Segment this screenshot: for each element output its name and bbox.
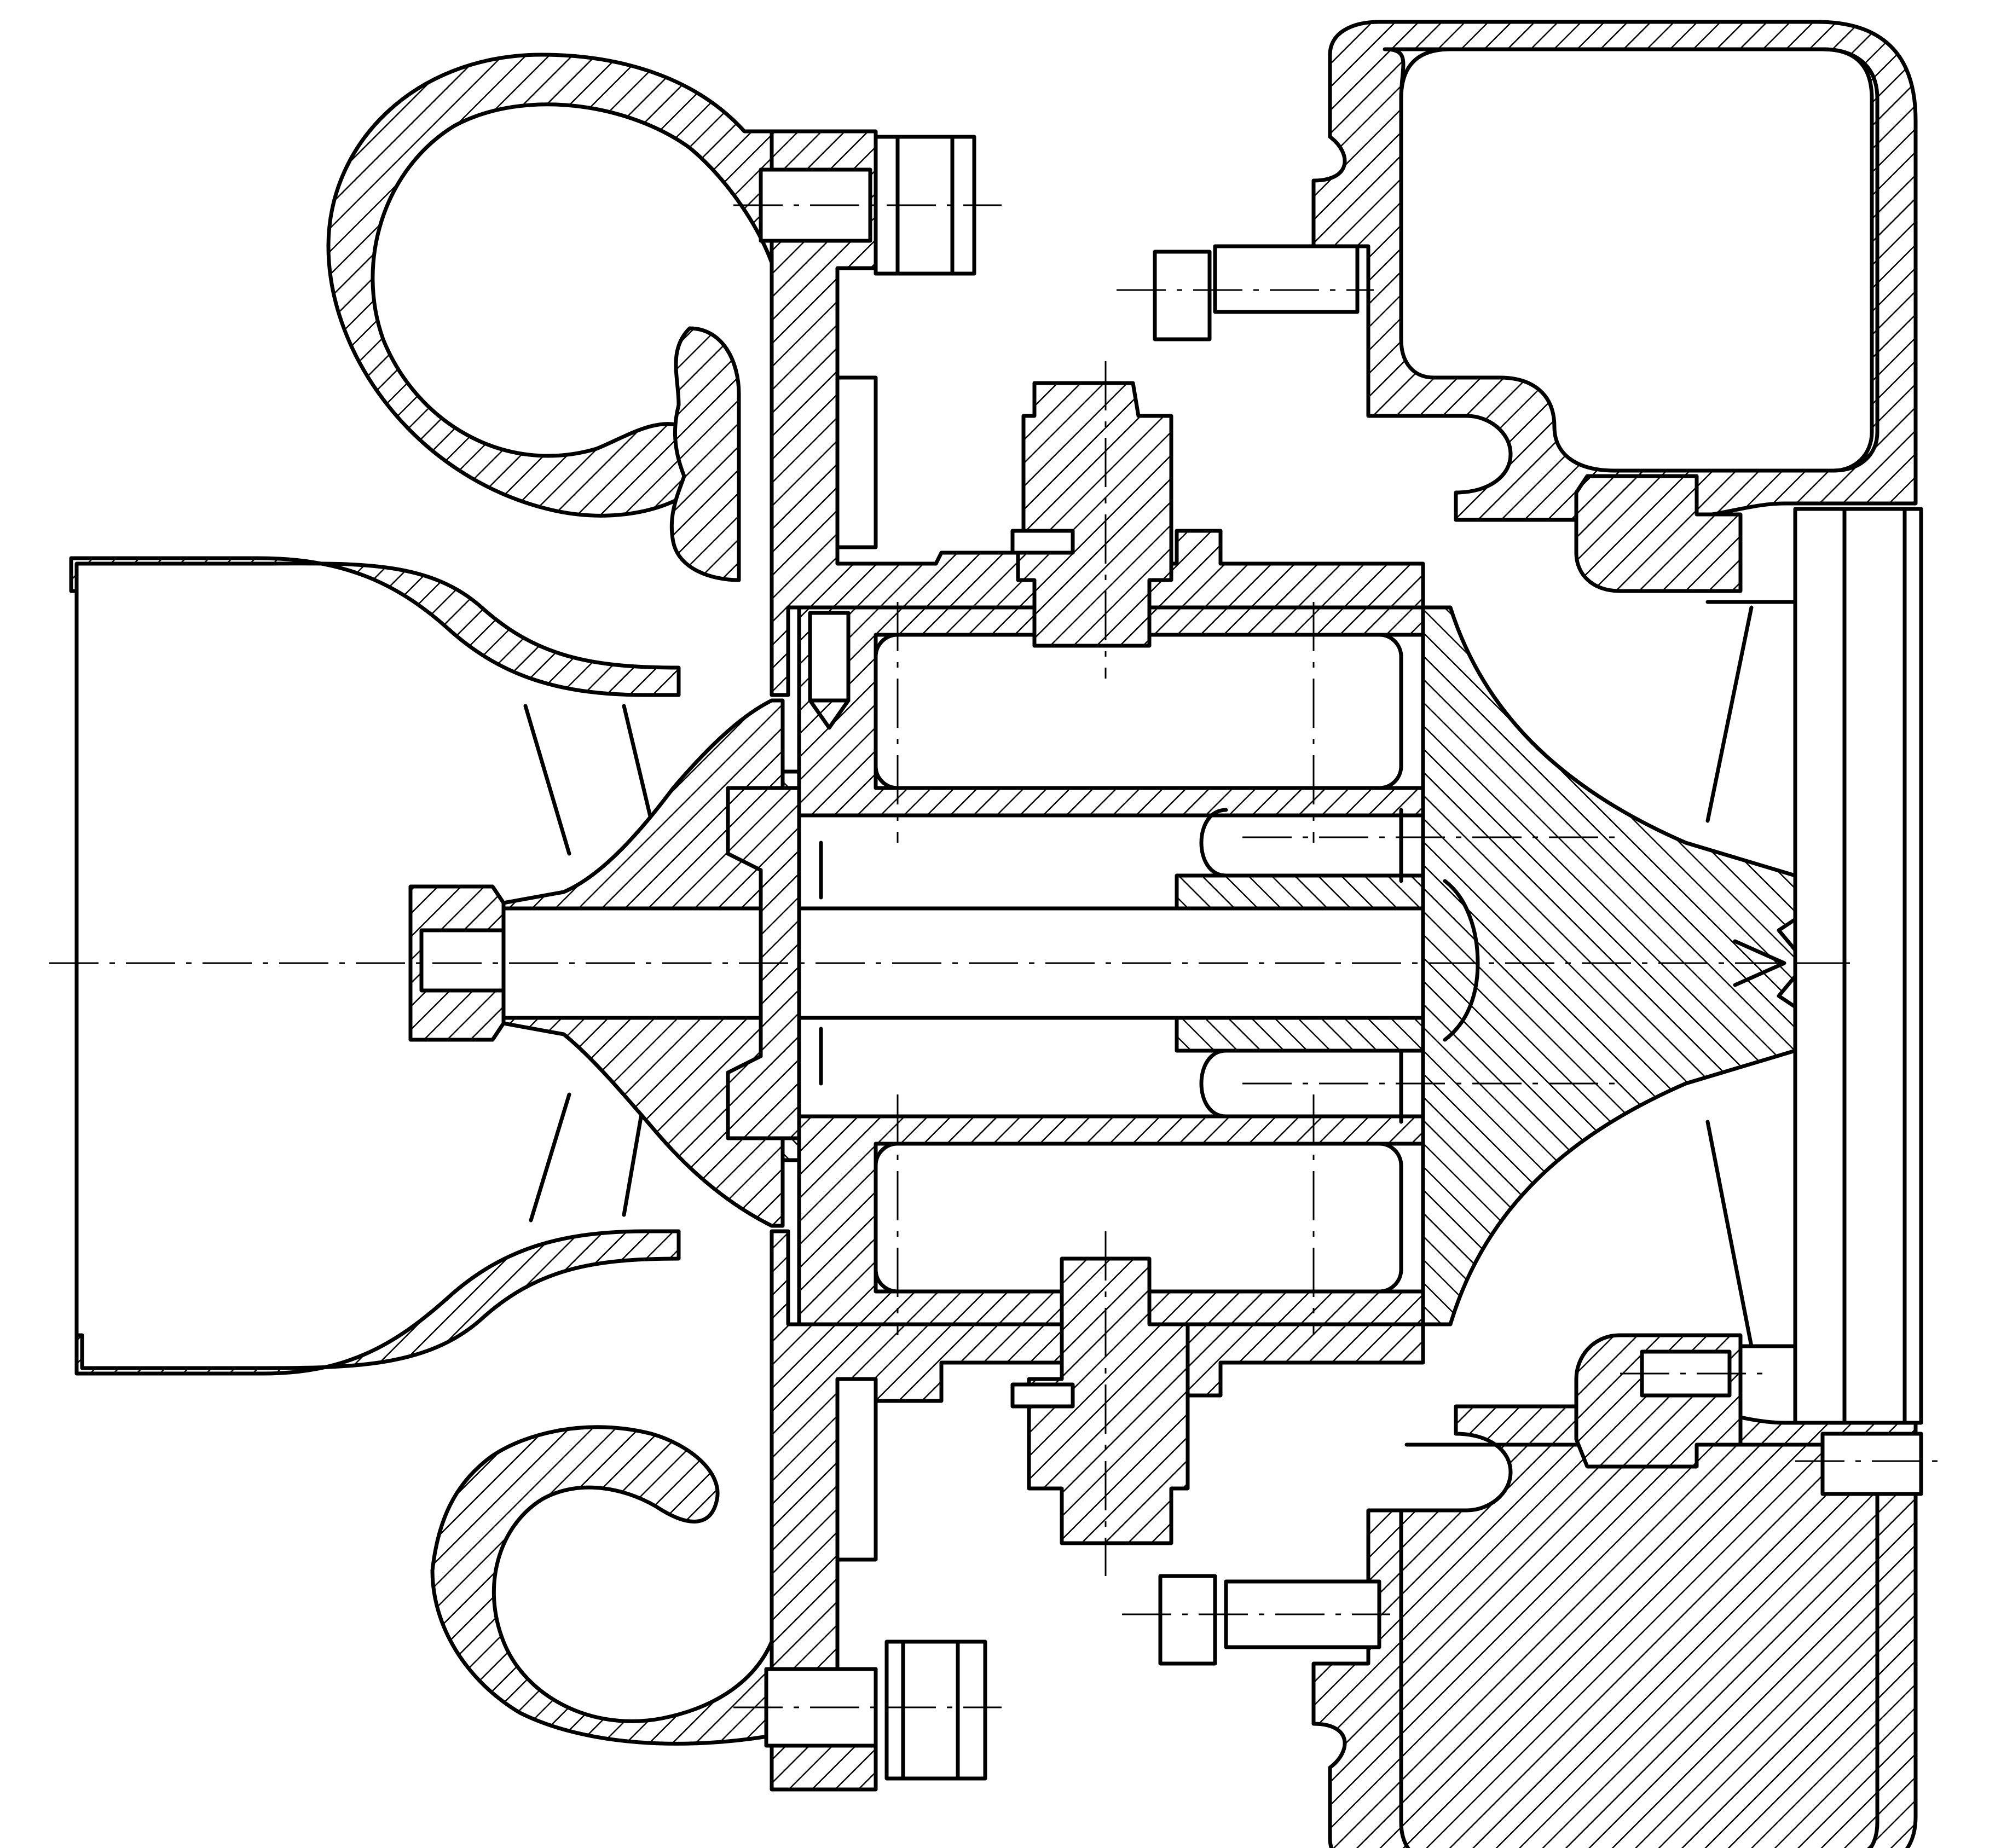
bolt-outlet-flange <box>1795 1432 1948 1496</box>
plug-screw <box>808 611 851 730</box>
bolt-turbine-lower <box>1122 1574 1390 1666</box>
bolt-turbine-upper <box>1117 244 1374 341</box>
center-lines <box>49 602 1850 1335</box>
oil-inlet-fitting <box>1010 361 1173 679</box>
turbine-outlet-flange <box>1705 507 1923 1425</box>
bolt-compressor-lower <box>733 1640 1002 1781</box>
compressor-inlet-vanes <box>523 704 653 1223</box>
screw-nozzle-lower <box>1620 1349 1773 1398</box>
oil-drain-fitting <box>1010 1231 1190 1576</box>
bearing-pins <box>819 808 1403 1124</box>
bolt-compressor-upper <box>733 135 1002 276</box>
turbine-housing <box>1311 20 1918 1848</box>
nozzle-ring-upper <box>1574 474 1743 593</box>
turbine-wheel <box>1421 605 1808 1326</box>
compressor-volute-upper <box>326 53 779 582</box>
